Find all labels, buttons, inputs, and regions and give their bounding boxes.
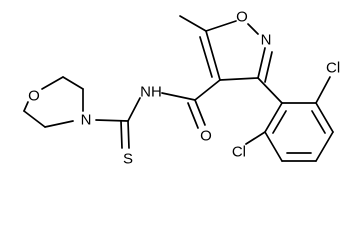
bond-morpholine-c3-c4 — [23, 110, 46, 128]
bond-aryl-cl-upper — [315, 76, 331, 104]
bond-morpholine-o-c3 — [23, 101, 29, 112]
bond-n2-c3 — [257, 47, 266, 79]
bond-thiocarbon-s — [127, 120, 130, 149]
bond-n2-c3-double — [264, 51, 273, 83]
bond-c4-c5-double — [199, 36, 213, 78]
bond-thiocarbon-n — [95, 119, 129, 122]
atom-isoxazole-oxygen: O — [236, 9, 248, 26]
atom-chlorine-lower: Cl — [232, 144, 246, 161]
bond-lines — [23, 15, 334, 162]
bond-aryl-cl-lower — [245, 131, 266, 145]
bond-c4-carbonyl — [194, 79, 221, 101]
bond-c3-aryl — [257, 77, 283, 104]
bond-aryl-2-3 — [315, 102, 334, 133]
bond-morpholine-c4-n — [44, 120, 74, 128]
bond-o1-n2 — [247, 23, 259, 35]
bond-aryl-6-1-inner — [272, 110, 287, 134]
bond-morpholine-c1-c2 — [62, 76, 84, 90]
bond-nh-thiocarbon — [127, 97, 141, 122]
bond-aryl-2-3-inner — [311, 110, 326, 134]
atom-isoxazole-nitrogen: N — [261, 32, 272, 49]
bond-c3-c4 — [219, 77, 259, 81]
atom-amide-nh: NH — [140, 84, 162, 101]
atom-amide-oxygen: O — [200, 128, 212, 145]
atom-morpholine-nitrogen: N — [81, 112, 92, 129]
bond-thiocarbon-s-double — [120, 120, 123, 149]
atom-labels: O N Cl Cl NH O O N S — [28, 9, 340, 168]
bond-morpholine-c2-o — [41, 76, 64, 90]
atom-chlorine-upper: Cl — [326, 60, 340, 77]
bond-methyl — [179, 15, 207, 32]
bond-carbonyl-o — [194, 99, 206, 126]
atom-thione-sulfur: S — [123, 151, 133, 168]
bond-carbonyl-nh — [161, 92, 196, 101]
bond-c4-c5 — [205, 30, 221, 81]
molecule-structure: O N Cl Cl NH O O N S — [23, 9, 340, 168]
atom-morpholine-oxygen: O — [28, 88, 40, 105]
bond-c5-o1 — [205, 20, 237, 32]
bond-carbonyl-o-double — [187, 102, 199, 129]
bond-aryl-6-1 — [264, 102, 283, 133]
bond-aryl-5-6 — [264, 131, 283, 162]
bond-aryl-3-4 — [315, 131, 334, 162]
